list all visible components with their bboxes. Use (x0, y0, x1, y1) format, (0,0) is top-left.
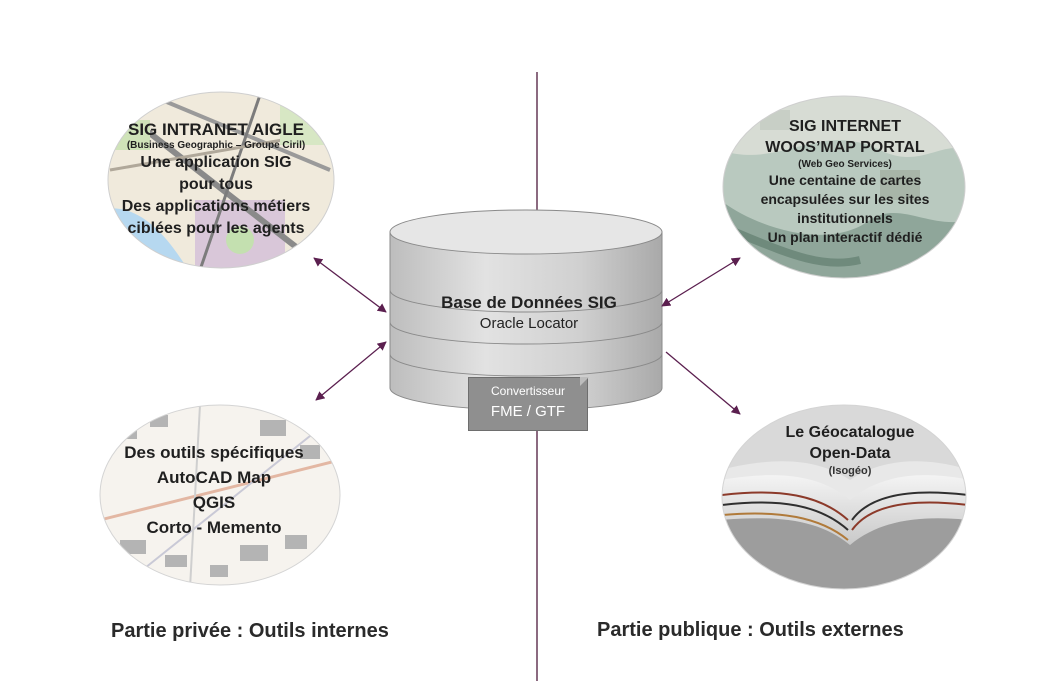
outils-line: QGIS (192, 493, 236, 512)
database-subtitle: Oracle Locator (479, 315, 579, 332)
woosmap-line: Un plan interactif dédié (767, 229, 923, 245)
cadastre-map-icon (100, 405, 340, 585)
woosmap-block: SIG INTERNET WOOS’MAP PORTAL (Web Geo Se… (742, 116, 948, 247)
converter-line1: Convertisseur (490, 384, 566, 398)
converter-fold (580, 377, 589, 386)
aigle-block: SIG INTRANET AIGLE (Business Geographic … (85, 120, 347, 240)
aigle-line: ciblées pour les agents (127, 220, 305, 237)
aigle-title: SIG INTRANET AIGLE (128, 120, 304, 139)
database-label: Base de Données SIG Oracle Locator (392, 292, 666, 334)
open-book-icon (722, 405, 966, 589)
woosmap-title2: WOOS’MAP PORTAL (765, 139, 925, 156)
arrow-db-woosmap (661, 257, 741, 307)
caption-private: Partie privée : Outils internes (111, 620, 389, 642)
converter-line2: FME / GTF (490, 403, 566, 420)
database-cylinder-icon (389, 209, 663, 411)
arrow-db-geocat (665, 351, 741, 415)
geocatalogue-title1: Le Géocatalogue (785, 424, 915, 441)
aigle-note: (Business Geographic – Groupe Ciril) (126, 140, 306, 151)
woosmap-title1: SIG INTERNET (788, 118, 901, 135)
outils-line: AutoCAD Map (156, 468, 272, 487)
aigle-line: Des applications métiers (121, 198, 311, 215)
caption-public: Partie publique : Outils externes (597, 619, 904, 641)
outils-line: Corto - Memento (146, 518, 282, 537)
woosmap-line: encapsulées sur les sites (760, 191, 930, 207)
aigle-line: Une application SIG (140, 154, 292, 171)
arrow-outils-db (315, 341, 387, 401)
woosmap-note: (Web Geo Services) (798, 159, 892, 170)
outils-block: Des outils spécifiques AutoCAD Map QGIS … (90, 440, 338, 540)
geocatalogue-block: Le Géocatalogue Open-Data (Isogéo) (740, 422, 960, 478)
geocatalogue-note: (Isogéo) (828, 465, 872, 477)
woosmap-line: institutionnels (797, 210, 893, 226)
database-title: Base de Données SIG (441, 293, 617, 312)
converter-box: Convertisseur FME / GTF (468, 377, 588, 431)
outils-line: Des outils spécifiques (124, 443, 304, 462)
aerial-photo-icon (723, 96, 965, 278)
aigle-line: pour tous (179, 176, 253, 193)
woosmap-line: Une centaine de cartes (768, 172, 922, 188)
geocatalogue-title2: Open-Data (809, 445, 891, 462)
arrow-aigle-db (313, 257, 387, 313)
